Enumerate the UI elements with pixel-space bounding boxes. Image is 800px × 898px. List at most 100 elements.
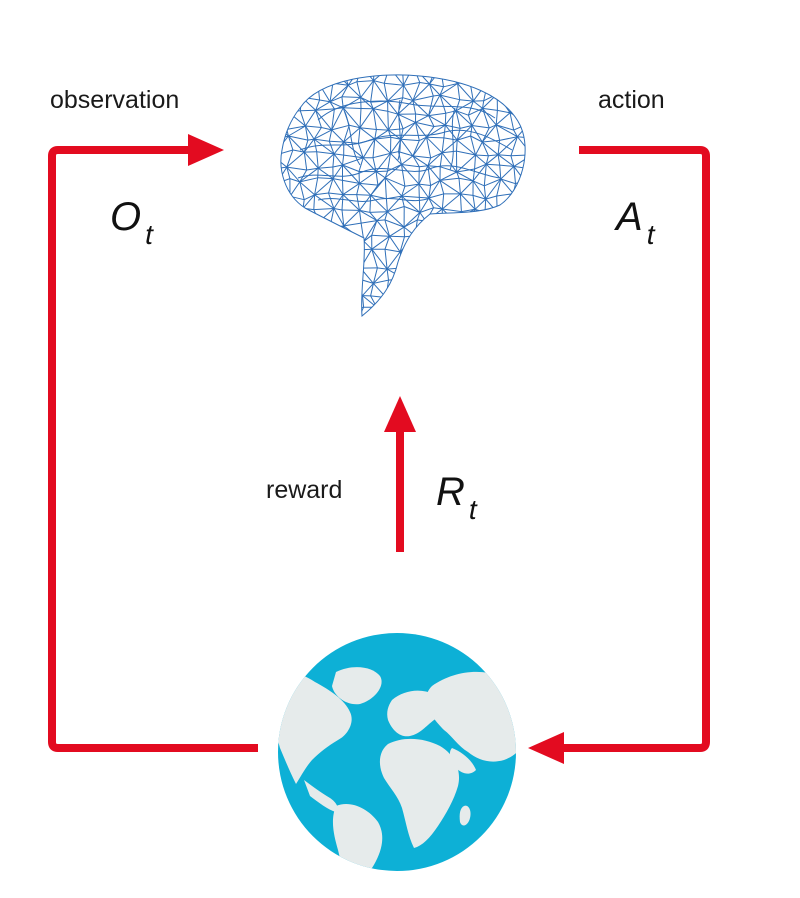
brain-mesh-edge — [390, 136, 401, 140]
brain-mesh-edge — [384, 219, 390, 237]
brain-mesh-edge — [401, 195, 420, 198]
brain-mesh-edge — [425, 221, 429, 242]
brain-mesh-edge — [373, 74, 390, 81]
brain-mesh-edge — [403, 261, 421, 280]
brain-mesh-edge — [344, 248, 361, 269]
brain-mesh-edge — [384, 177, 387, 199]
brain-mesh-edge — [290, 295, 293, 308]
brain-mesh-edge — [428, 115, 435, 127]
brain-mesh-edge — [418, 183, 431, 186]
brain-mesh-edge — [527, 198, 540, 211]
brain-mesh-edge — [389, 236, 401, 253]
brain-mesh-edge — [280, 252, 292, 267]
brain-mesh-edge — [373, 108, 388, 112]
brain-mesh-edge — [389, 319, 398, 320]
brain-mesh-edge — [484, 263, 497, 280]
brain-mesh-edge — [456, 140, 458, 152]
brain-mesh-edge — [485, 198, 498, 213]
brain-mesh-edge — [401, 183, 420, 197]
brain-mesh-edge — [474, 294, 484, 305]
brain-mesh-edge — [313, 208, 334, 211]
brain-mesh-edge — [315, 101, 331, 111]
brain-mesh-edge — [280, 82, 287, 89]
brain-mesh-edge — [359, 108, 362, 128]
brain-mesh-edge — [285, 262, 292, 277]
brain-mesh-edge — [512, 240, 515, 253]
brain-mesh-edge — [280, 93, 289, 98]
brain-mesh-edge — [329, 309, 343, 316]
brain-mesh-edge — [512, 193, 526, 212]
brain-mesh-edge — [374, 136, 391, 140]
brain-mesh-edge — [469, 283, 476, 295]
brain-mesh-edge — [511, 276, 526, 297]
brain-mesh-edge — [482, 239, 500, 254]
brain-mesh-edge — [454, 252, 475, 265]
brain-mesh-edge — [286, 74, 304, 88]
brain-mesh-edge — [472, 194, 486, 200]
brain-mesh-edge — [427, 157, 432, 166]
brain-mesh-edge — [276, 68, 287, 71]
brain-mesh-edge — [440, 166, 457, 173]
brain-mesh-edge — [328, 129, 333, 142]
brain-mesh-edge — [470, 251, 483, 254]
brain-mesh-edge — [318, 166, 333, 169]
brain-mesh-edge — [369, 211, 388, 213]
brain-mesh-edge — [348, 81, 358, 86]
brain-mesh-edge — [490, 319, 502, 324]
brain-mesh-edge — [321, 127, 332, 131]
action-label: action — [598, 86, 665, 114]
brain-mesh-edge — [415, 122, 420, 141]
brain-mesh-edge — [387, 84, 404, 102]
brain-mesh-edge — [512, 251, 517, 264]
brain-mesh-edge — [319, 99, 331, 103]
brain-mesh-edge — [441, 152, 458, 173]
brain-mesh-edge — [385, 198, 388, 212]
brain-mesh-edge — [280, 276, 292, 281]
brain-mesh-edge — [530, 310, 532, 324]
brain-mesh-edge — [541, 136, 542, 153]
brain-mesh-edge — [400, 128, 404, 140]
brain-mesh-edge — [513, 165, 526, 169]
brain-mesh-edge — [496, 255, 504, 264]
brain-mesh-edge — [390, 151, 399, 154]
brain-mesh-edge — [357, 143, 364, 158]
brain-mesh-edge — [439, 152, 443, 167]
brain-mesh-edge — [359, 127, 377, 130]
brain-mesh-edge — [371, 235, 390, 250]
brain-mesh-edge — [286, 151, 305, 168]
brain-mesh-edge — [481, 141, 489, 156]
brain-mesh-edge — [388, 129, 401, 140]
brain-mesh-edge — [512, 251, 526, 270]
brain-mesh-edge — [372, 100, 388, 110]
brain-mesh-edge — [315, 69, 333, 73]
brain-mesh-edge — [291, 252, 306, 268]
brain-mesh-edge — [320, 292, 333, 307]
brain-mesh-edge — [530, 307, 539, 324]
brain-mesh-edge — [530, 296, 532, 310]
brain-mesh-edge — [333, 248, 346, 270]
brain-mesh-edge — [280, 236, 293, 254]
brain-mesh-edge — [403, 219, 418, 228]
brain-mesh-edge — [541, 153, 543, 166]
brain-mesh-edge — [516, 74, 526, 89]
brain-mesh-edge — [403, 278, 418, 298]
brain-mesh-edge — [280, 306, 293, 316]
brain-mesh-edge — [529, 236, 530, 249]
brain-mesh-edge — [363, 220, 378, 242]
brain-mesh-edge — [386, 251, 401, 270]
brain-mesh-edge — [387, 111, 389, 131]
brain-mesh-edge — [510, 223, 525, 225]
brain-mesh-edge — [500, 178, 514, 195]
brain-mesh-edge — [472, 180, 485, 187]
brain-mesh-edge — [286, 262, 306, 268]
brain-mesh-edge — [404, 276, 415, 280]
brain-mesh-edge — [462, 67, 472, 70]
brain-mesh-edge — [439, 171, 457, 181]
brain-mesh-edge — [483, 279, 486, 292]
brain-mesh-edge — [497, 136, 518, 156]
brain-mesh-edge — [474, 294, 477, 306]
brain-mesh-edge — [400, 139, 414, 157]
brain-mesh-edge — [456, 125, 473, 141]
brain-mesh-edge — [511, 276, 516, 296]
brain-mesh-edge — [342, 310, 348, 316]
